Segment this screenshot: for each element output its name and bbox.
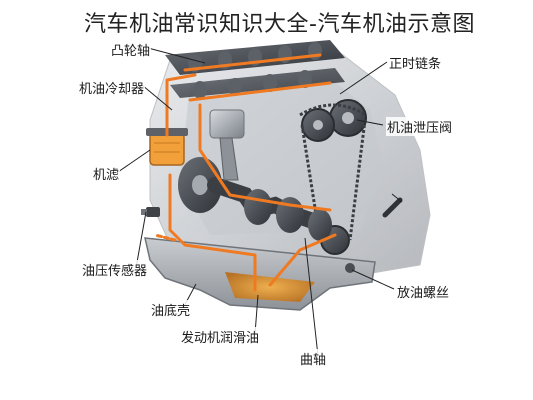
oil-pressure-sensor-part [141,207,160,217]
label-oil-cooler: 机油冷却器 [78,78,146,97]
oil-flow-paths [153,53,337,292]
label-crankshaft: 曲轴 [299,349,328,368]
relief-valve-part [382,197,403,218]
label-oil-pressure-valve: 机油泄压阀 [386,117,454,136]
timing-chain-assembly [299,99,367,255]
label-camshaft: 凸轮轴 [110,40,152,59]
piston-assembly [209,109,245,181]
drain-plug-part [345,263,355,273]
oil-pan [144,237,376,311]
page-title: 汽车机油常识知识大全-汽车机油示意图 [84,12,475,37]
label-engine-lubrication: 发动机润滑油 [180,327,261,346]
label-oil-pressure-sensor: 油压传感器 [81,260,149,279]
label-oil-filter: 机滤 [92,164,121,183]
label-oil-pan: 油底壳 [150,300,192,319]
label-timing-chain: 正时链条 [388,53,443,72]
label-drain-plug: 放油螺丝 [396,282,451,301]
